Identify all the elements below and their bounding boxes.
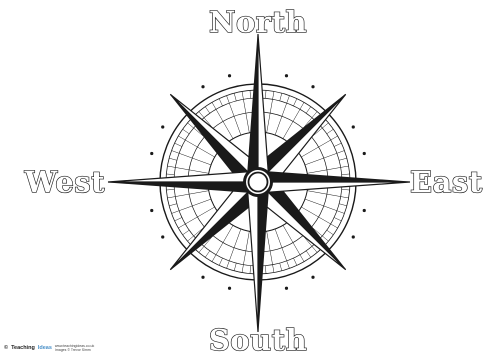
radial-line <box>267 231 274 272</box>
radial-line <box>242 231 249 272</box>
site-credit: www.teachingideas.co.uk Images © Trevor … <box>55 344 94 352</box>
west-point-dark <box>108 182 258 193</box>
radial-tick <box>293 258 296 265</box>
radial-tick <box>334 217 341 220</box>
radial-line <box>307 166 348 173</box>
south-point-light <box>247 182 258 332</box>
radial-tick <box>342 174 350 175</box>
compass-center <box>243 167 273 197</box>
radial-tick <box>234 263 236 271</box>
radial-tick <box>175 143 182 146</box>
label-east: East <box>410 165 483 199</box>
radial-tick <box>169 204 177 206</box>
north-point-dark <box>247 34 258 182</box>
radial-tick <box>183 230 190 235</box>
radial-tick <box>265 266 266 274</box>
ring-dot <box>161 125 164 128</box>
radial-tick <box>205 107 210 114</box>
ring-dot <box>150 209 153 212</box>
radial-tick <box>175 217 182 220</box>
radial-tick <box>265 90 266 98</box>
radial-tick <box>166 174 174 175</box>
ring-dot <box>201 276 204 279</box>
radial-tick <box>306 107 311 114</box>
radial-line <box>242 91 249 132</box>
ring-dot <box>352 125 355 128</box>
radial-tick <box>250 90 251 98</box>
radial-tick <box>339 204 347 206</box>
radial-line <box>167 191 208 198</box>
ring-dot <box>201 85 204 88</box>
brand-copyright: © <box>4 345 8 351</box>
radial-tick <box>169 158 177 160</box>
ring-dot <box>311 85 314 88</box>
label-north: North <box>209 5 307 39</box>
radial-tick <box>280 93 282 101</box>
radial-line <box>307 191 348 198</box>
label-west: West <box>24 165 105 199</box>
radial-tick <box>219 258 222 265</box>
radial-tick <box>250 266 251 274</box>
radial-tick <box>234 93 236 101</box>
ring-dot <box>285 74 288 77</box>
ring-dot <box>285 287 288 290</box>
radial-tick <box>166 189 174 190</box>
ring-dot <box>311 276 314 279</box>
north-point-light <box>258 34 269 182</box>
radial-tick <box>339 158 347 160</box>
radial-tick <box>205 251 210 258</box>
radial-line <box>267 91 274 132</box>
ring-dot <box>150 152 153 155</box>
radial-tick <box>334 143 341 146</box>
brand-accent: Ideas <box>38 345 52 351</box>
ring-dot <box>161 235 164 238</box>
ring-dot <box>363 209 366 212</box>
radial-tick <box>219 99 222 106</box>
ring-dot <box>228 74 231 77</box>
footer-credit: © Teaching Ideas www.teachingideas.co.uk… <box>4 344 94 352</box>
radial-tick <box>293 99 296 106</box>
radial-tick <box>280 263 282 271</box>
radial-tick <box>342 189 350 190</box>
south-point-dark <box>258 182 269 332</box>
radial-tick <box>327 129 334 134</box>
radial-tick <box>327 230 334 235</box>
east-point-dark <box>258 171 410 182</box>
brand-name: Teaching <box>11 345 35 351</box>
image-credit: Images © Trevor Simm <box>55 348 91 352</box>
west-point-light <box>108 171 258 182</box>
east-point-light <box>258 182 410 193</box>
ring-dot <box>352 235 355 238</box>
label-south: South <box>209 323 307 355</box>
ring-dot <box>363 152 366 155</box>
ring-dot <box>228 287 231 290</box>
radial-tick <box>183 129 190 134</box>
radial-line <box>167 166 208 173</box>
radial-tick <box>306 251 311 258</box>
